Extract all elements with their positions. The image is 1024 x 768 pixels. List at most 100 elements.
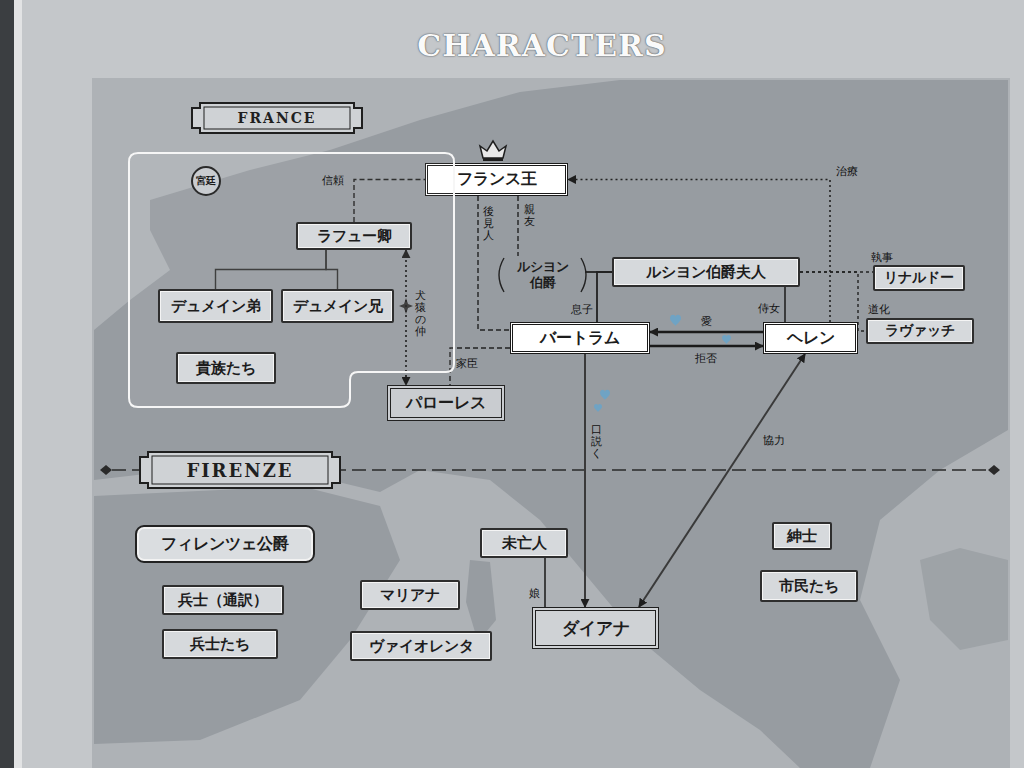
node-label: フィレンツェ公爵 <box>161 534 289 555</box>
map-land <box>94 80 1008 768</box>
node-label: リナルドー <box>884 269 954 287</box>
book-spine <box>0 0 14 768</box>
border-ornament <box>988 465 1000 475</box>
map-island <box>466 560 496 642</box>
character-box: 未亡人 <box>480 528 568 558</box>
character-box: 市民たち <box>760 570 858 602</box>
character-box: 貴族たち <box>176 352 276 384</box>
region-banner: FIRENZE <box>140 452 340 488</box>
page-title: CHARACTERS <box>0 28 1024 63</box>
border-ornament <box>100 465 112 475</box>
relation-connector <box>584 354 586 607</box>
character-box: ラヴァッチ <box>866 318 974 344</box>
edge-label: 協力 <box>763 433 785 448</box>
deceased-character: ルシヨン 伯爵 <box>500 256 585 294</box>
edge-label-box: 拒否 <box>695 351 717 366</box>
character-box: ヴァイオレンタ <box>350 631 492 661</box>
main-character-box: バートラム <box>510 322 650 354</box>
node-label: FRANCE <box>237 110 316 126</box>
node-label: 市民たち <box>779 577 839 596</box>
banner-inner-border <box>152 456 328 484</box>
node-label: ラフュー卿 <box>317 227 392 246</box>
edge-label-box: 道化 <box>868 302 890 317</box>
edge-label: 信頼 <box>322 173 344 188</box>
relation-connector <box>544 558 546 607</box>
map-land-west <box>94 486 400 744</box>
node-label: ルシヨン 伯爵 <box>511 259 574 292</box>
node-label: FIRENZE <box>186 460 293 481</box>
court-region: 宮廷ラフュー卿デュメイン弟デュメイン兄貴族たち <box>128 152 455 408</box>
banner-border <box>192 103 362 133</box>
relation-connector <box>517 196 518 256</box>
relation-connector <box>650 345 763 347</box>
edge-label: 犬猿の仲 <box>415 290 426 338</box>
node-label: ヘレン <box>787 328 835 349</box>
character-box: 兵士（通訳） <box>162 585 284 615</box>
node-label: 兵士たち <box>190 635 250 654</box>
relation-connector <box>478 196 510 330</box>
edge-label-box: 口説く <box>591 424 602 460</box>
node-label: 貴族たち <box>196 359 256 378</box>
edge-label: 娘 <box>529 586 540 601</box>
edge-label: 後見人 <box>483 206 494 242</box>
edge-label: 拒否 <box>695 351 717 366</box>
parenthesis <box>581 258 586 292</box>
node-label: パローレス <box>406 393 486 414</box>
edge-label-box: 家臣 <box>456 356 478 371</box>
banner-inner-border <box>204 107 350 129</box>
edge-label: 執事 <box>871 250 893 265</box>
edge-label: 家臣 <box>456 356 478 371</box>
edge-label: 息子 <box>571 302 593 317</box>
character-box: マリアナ <box>360 580 460 610</box>
node-label: ヴァイオレンタ <box>369 637 474 656</box>
map-sea <box>92 78 1010 768</box>
parenthesis <box>499 258 504 292</box>
node-label: バートラム <box>540 328 620 349</box>
relation-connector <box>597 272 612 322</box>
edge-label: 道化 <box>868 302 890 317</box>
page-edge <box>14 0 22 768</box>
node-label: ルシヨン伯爵夫人 <box>646 263 766 282</box>
relation-connector <box>568 180 830 323</box>
edge-label-box: 親友 <box>524 204 535 228</box>
edge-label-box: 協力 <box>763 433 785 448</box>
node-label: 兵士（通訳） <box>178 591 268 610</box>
region-border <box>129 153 454 407</box>
character-box: ラフュー卿 <box>296 222 412 250</box>
character-box: 兵士たち <box>162 629 278 659</box>
edge-label-box: 後見人 <box>483 206 494 242</box>
character-box: 紳士 <box>772 522 832 550</box>
node-label: ラヴァッチ <box>885 322 955 340</box>
edge-label-box: 犬猿の仲 <box>415 290 426 338</box>
banner-border <box>140 452 340 488</box>
relation-connector <box>650 331 763 333</box>
character-box: リナルドー <box>873 265 965 291</box>
node-label: マリアナ <box>380 586 440 605</box>
map-land-east <box>920 548 1008 650</box>
edge-label-box: 娘 <box>529 586 540 601</box>
edge-label: 親友 <box>524 204 535 228</box>
edge-label: 治療 <box>836 164 858 179</box>
relation-connector <box>450 348 510 385</box>
edge-label-box: 治療 <box>836 164 858 179</box>
edge-label-box: 息子 <box>571 302 593 317</box>
main-character-box: ヘレン <box>763 322 858 354</box>
character-box: デュメイン兄 <box>281 289 394 323</box>
edge-label: 愛 <box>701 314 712 329</box>
node-label: デュメイン弟 <box>171 297 261 316</box>
edge-label: 口説く <box>591 424 602 460</box>
edge-label-box: 執事 <box>871 250 893 265</box>
character-box: デュメイン弟 <box>158 289 273 323</box>
relation-connector <box>784 287 786 322</box>
heart-icon <box>722 335 731 344</box>
heart-icon <box>600 390 610 400</box>
node-label: デュメイン兄 <box>293 297 383 316</box>
edge-label-box: 信頼 <box>322 173 344 188</box>
node-label: ダイアナ <box>562 617 630 640</box>
node-label: 紳士 <box>787 527 817 546</box>
crown-icon <box>480 141 506 158</box>
